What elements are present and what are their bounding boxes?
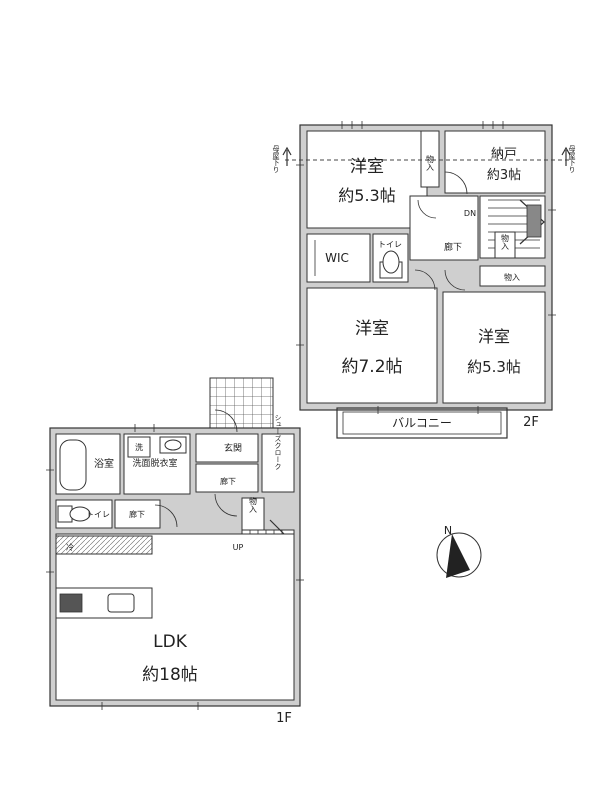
compass: N — [436, 524, 482, 578]
room-se-size: 約5.3帖 — [467, 358, 521, 376]
closet-c-label: 物入 — [504, 272, 520, 282]
floor-1f: LDK 約18帖 浴室 洗面脱衣室 洗 玄関 廊下 シューズクローク トイレ 廊… — [46, 377, 304, 726]
sink-icon — [107, 593, 135, 613]
storage-room-size: 約3帖 — [487, 168, 521, 183]
toilet-2f-label: トイレ — [378, 240, 402, 249]
hall-small-label: 廊下 — [129, 509, 145, 519]
stair-dn-label: DN — [464, 209, 476, 218]
floor2-label: 2F — [523, 415, 539, 430]
room-sw — [306, 287, 438, 404]
floor-2f: 洋室 約5.3帖 納戸 約3帖 洋室 約7.2帖 洋室 約5.3帖 WIC トイ… — [272, 121, 576, 439]
compass-label: N — [444, 524, 452, 537]
hall-1f-label: 廊下 — [220, 476, 236, 486]
washer-label: 洗 — [135, 442, 143, 452]
compass-needle-icon — [446, 534, 470, 578]
hall-1f — [195, 463, 259, 493]
room-se-name: 洋室 — [478, 327, 510, 346]
room-nw — [306, 130, 428, 229]
stove-icon — [59, 593, 83, 613]
entrance-label: 玄関 — [224, 442, 242, 454]
closet-c — [479, 265, 546, 287]
kitchen-back-counter — [55, 535, 153, 555]
balcony-label: バルコニー — [392, 416, 452, 430]
balcony — [336, 407, 508, 439]
roof-left-label: 母屋下り — [272, 145, 280, 173]
shoe-closet — [261, 433, 295, 493]
storage-room — [444, 130, 546, 194]
room-sw-size: 約7.2帖 — [341, 357, 402, 377]
hall-2f-label: 廊下 — [444, 241, 462, 253]
hall-2f — [409, 195, 479, 261]
storage-room-name: 納戸 — [491, 147, 517, 162]
closet-b-label: 物入 — [501, 233, 510, 250]
room-sw-name: 洋室 — [355, 319, 389, 339]
shoe-closet-label: シューズクローク — [274, 414, 282, 470]
ldk-name: LDK — [153, 632, 188, 652]
fridge-label: 冷 — [66, 542, 74, 552]
wic-label: WIC — [325, 251, 349, 265]
roof-right-label: 母屋下り — [568, 145, 576, 173]
entrance — [195, 433, 259, 463]
closet-1f-label: 物入 — [249, 496, 258, 513]
washroom-label: 洗面脱衣室 — [132, 457, 177, 469]
stair-up-label: UP — [233, 543, 244, 552]
closet-a-label: 物入 — [426, 154, 435, 171]
bath-label: 浴室 — [94, 457, 114, 470]
hall-small — [114, 499, 161, 529]
porch — [209, 377, 274, 432]
closet-a — [420, 130, 440, 188]
toilet-1f-label: トイレ — [86, 510, 110, 519]
room-nw-size: 約5.3帖 — [338, 186, 395, 205]
ldk-size: 約18帖 — [142, 665, 198, 685]
closet-b — [494, 231, 516, 259]
wic — [306, 233, 371, 283]
room-se — [442, 291, 546, 404]
room-nw-name: 洋室 — [350, 157, 384, 177]
floor1-label: 1F — [276, 711, 292, 726]
